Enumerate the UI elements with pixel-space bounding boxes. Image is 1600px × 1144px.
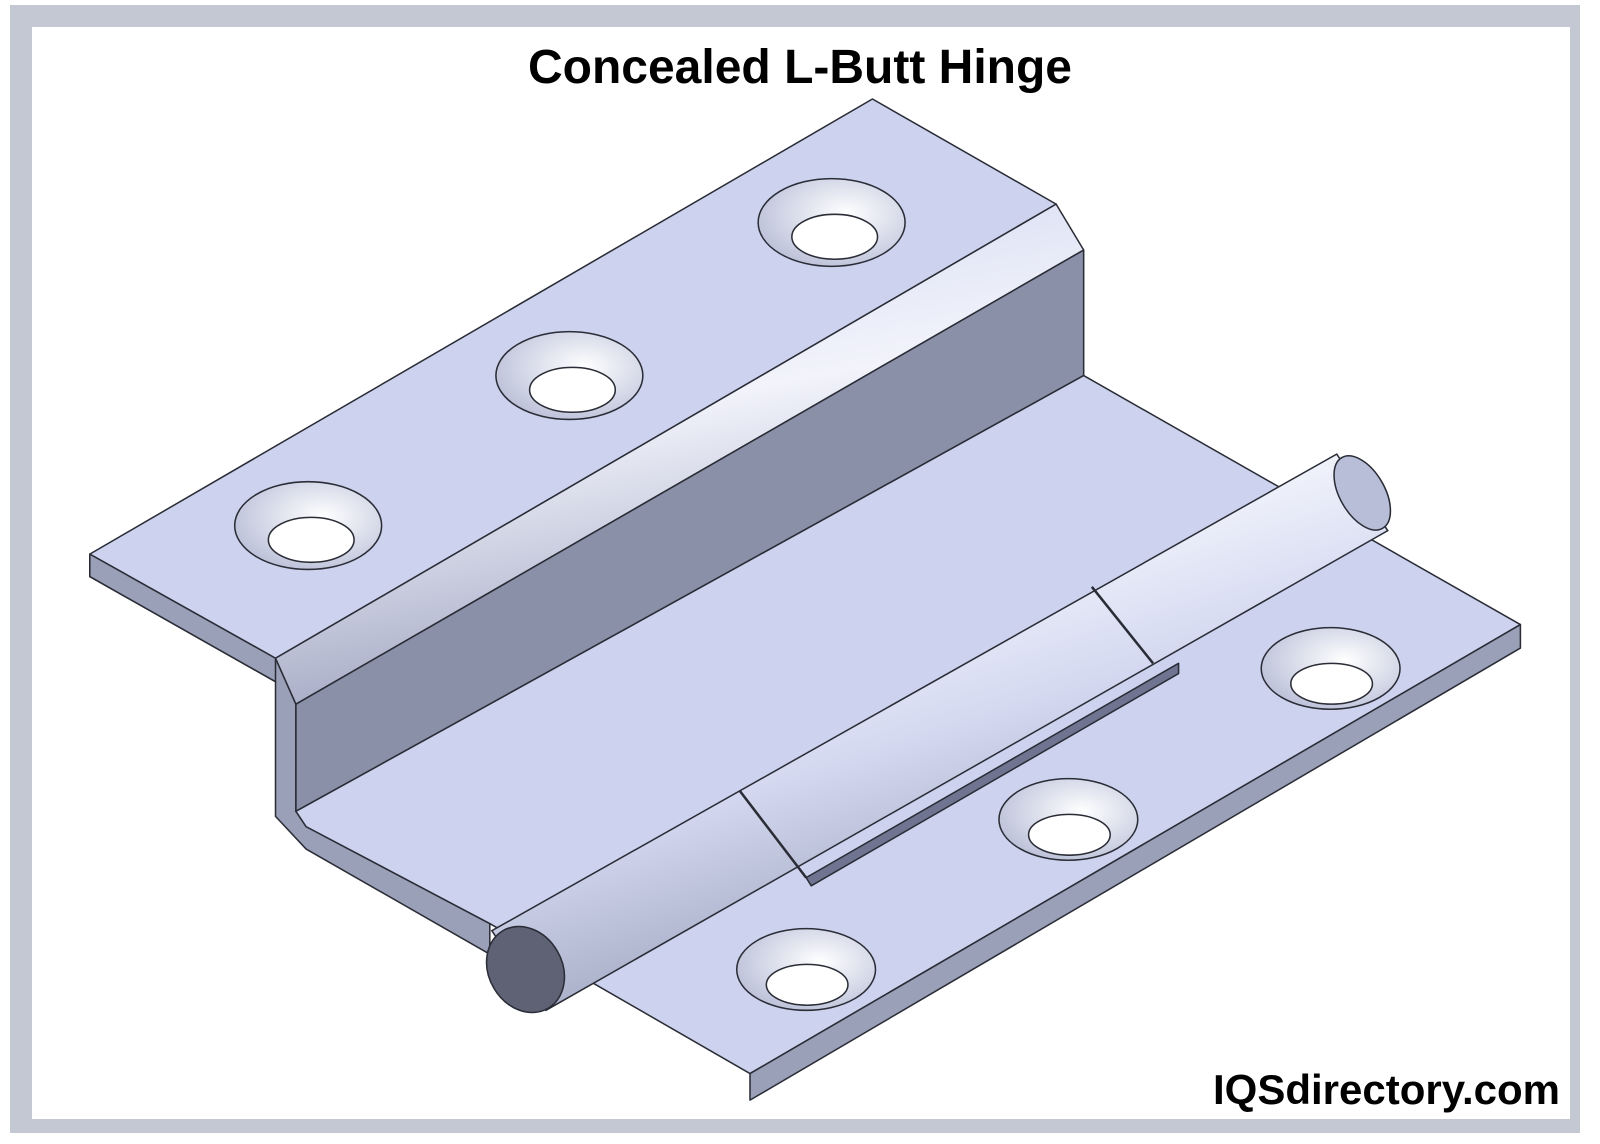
top-leaf-edge (89, 553, 277, 683)
bottom-leaf-edge (749, 623, 1522, 1101)
diagram-title: Concealed L-Butt Hinge (527, 41, 1072, 94)
hinge-knuckle (485, 453, 1392, 1014)
screw-hole (495, 330, 644, 421)
screw-hole (757, 177, 906, 268)
screw-hole (233, 480, 383, 571)
screw-holes (233, 177, 1401, 1012)
brand-watermark: IQSdirectory.com (1213, 1066, 1560, 1113)
pin-end-cap (485, 925, 566, 1014)
screw-hole (1260, 626, 1401, 711)
screw-hole (998, 777, 1139, 862)
screw-hole (735, 927, 877, 1012)
knuckle-slot (805, 662, 1180, 887)
